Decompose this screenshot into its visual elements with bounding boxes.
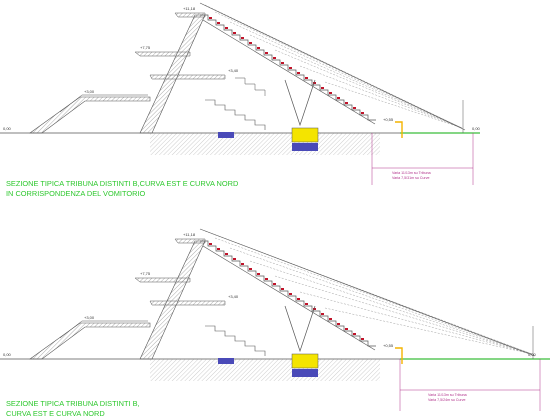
low-stand xyxy=(29,96,151,134)
level-front: +0,55 xyxy=(383,343,394,348)
upper-arm xyxy=(134,51,191,57)
level-front: +0,55 xyxy=(383,117,394,122)
foundation-block xyxy=(292,143,318,151)
section-2: +11,18 +7,75 +3,40 +3,00 +0,55 0,00 0,00… xyxy=(0,228,550,418)
seats xyxy=(209,243,364,340)
foundation-block xyxy=(292,369,318,377)
lower-stairs xyxy=(205,99,266,130)
level-top: +11,18 xyxy=(183,232,196,237)
main-frame xyxy=(139,14,206,134)
seats xyxy=(209,17,364,114)
dim-note-1: Varia 11/13m su Tribuna xyxy=(392,171,431,175)
v-support xyxy=(284,79,316,127)
dim-note-2: Varia 7,5/24m su Curve xyxy=(428,398,466,402)
level-ground-left: 0,00 xyxy=(3,352,12,357)
blue-block xyxy=(218,358,234,364)
front-wall xyxy=(395,121,403,138)
column xyxy=(291,127,319,143)
lower-stairs xyxy=(205,325,266,356)
low-stand xyxy=(29,322,151,360)
caption-line-1: SEZIONE TIPICA TRIBUNA DISTINTI B,CURVA … xyxy=(6,179,238,188)
level-mid: +3,40 xyxy=(228,294,239,299)
level-upper: +7,75 xyxy=(140,45,151,50)
top-platform xyxy=(174,238,206,244)
front-wall xyxy=(395,347,403,364)
main-frame xyxy=(139,240,206,360)
column xyxy=(291,353,319,369)
level-ground-left: 0,00 xyxy=(3,126,12,131)
section-1: +11,18 +7,75 +3,40 +3,00 +0,55 0,00 0,00… xyxy=(0,2,481,198)
seating-tier xyxy=(200,240,376,347)
low-rail xyxy=(59,320,148,339)
v-support xyxy=(284,305,316,353)
caption-line-1: SEZIONE TIPICA TRIBUNA DISTINTI B, xyxy=(6,399,140,408)
top-platform xyxy=(174,12,206,18)
low-rail xyxy=(59,94,148,113)
upper-arm xyxy=(134,277,191,283)
caption-line-2: IN CORRISPONDENZA DEL VOMITORIO xyxy=(6,189,145,198)
roof-line xyxy=(199,2,466,131)
level-ground-right: 0,00 xyxy=(528,352,537,357)
blue-block xyxy=(218,132,234,138)
dim-note-1: Varia 11/13m su Tribuna xyxy=(428,393,467,397)
level-low: +3,00 xyxy=(84,315,95,320)
dim-note-2: Varia 7,5/31m su Curve xyxy=(392,176,430,180)
caption-line-2: CURVA EST E CURVA NORD xyxy=(6,409,105,418)
roof-line xyxy=(199,228,536,357)
mid-arm xyxy=(149,300,226,306)
level-ground-right: 0,00 xyxy=(472,126,481,131)
level-upper: +7,75 xyxy=(140,271,151,276)
soil xyxy=(150,133,380,155)
level-top: +11,18 xyxy=(183,6,196,11)
soil xyxy=(150,359,380,381)
mid-arm xyxy=(149,74,226,80)
tier-underside xyxy=(202,19,376,125)
tier-underside xyxy=(202,245,376,351)
level-low: +3,00 xyxy=(84,89,95,94)
inner-stairs xyxy=(235,77,266,96)
sight-lines xyxy=(204,4,463,129)
level-mid: +3,40 xyxy=(228,68,239,73)
seating-tier xyxy=(200,14,376,121)
